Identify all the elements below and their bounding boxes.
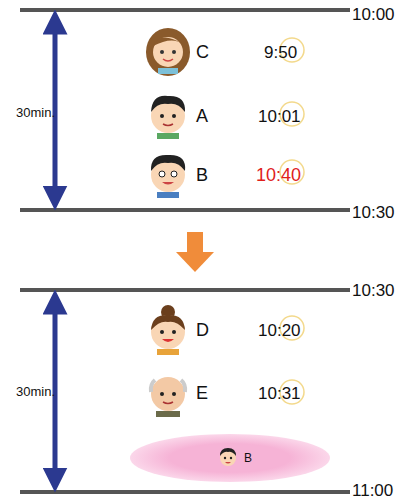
person-name: B [196,166,208,184]
person-name: A [196,107,208,125]
person-name: D [196,321,209,339]
time-mark: 10:30 [352,282,395,299]
time-mark: 10:00 [352,6,395,23]
duration-arrows [53,22,58,480]
time-mark: 11:00 [352,482,393,499]
person-name: E [196,384,208,402]
person-b [151,155,185,198]
person-e [151,377,185,417]
arrival-time: 10:31 [258,385,301,402]
duration-label: 30min. [16,106,55,119]
arrival-time: 9:50 [264,44,297,61]
arrival-time: 10:20 [258,322,301,339]
person-a [151,96,185,139]
person-c [146,28,190,76]
ellipse-shape [130,434,330,482]
person-d [151,305,185,355]
transition-arrow [176,232,214,272]
late-arrival-time: 10:40 [256,166,301,184]
time-mark: 10:30 [352,204,395,221]
absent-zone-ellipse: B [130,434,330,482]
clock-icons [280,38,304,404]
duration-label: 30min. [16,385,55,398]
node-text: B [244,452,252,464]
small-person-b [220,448,236,466]
time-lines [20,10,350,492]
arrival-time: 10:01 [258,108,301,125]
person-name: C [196,43,209,61]
